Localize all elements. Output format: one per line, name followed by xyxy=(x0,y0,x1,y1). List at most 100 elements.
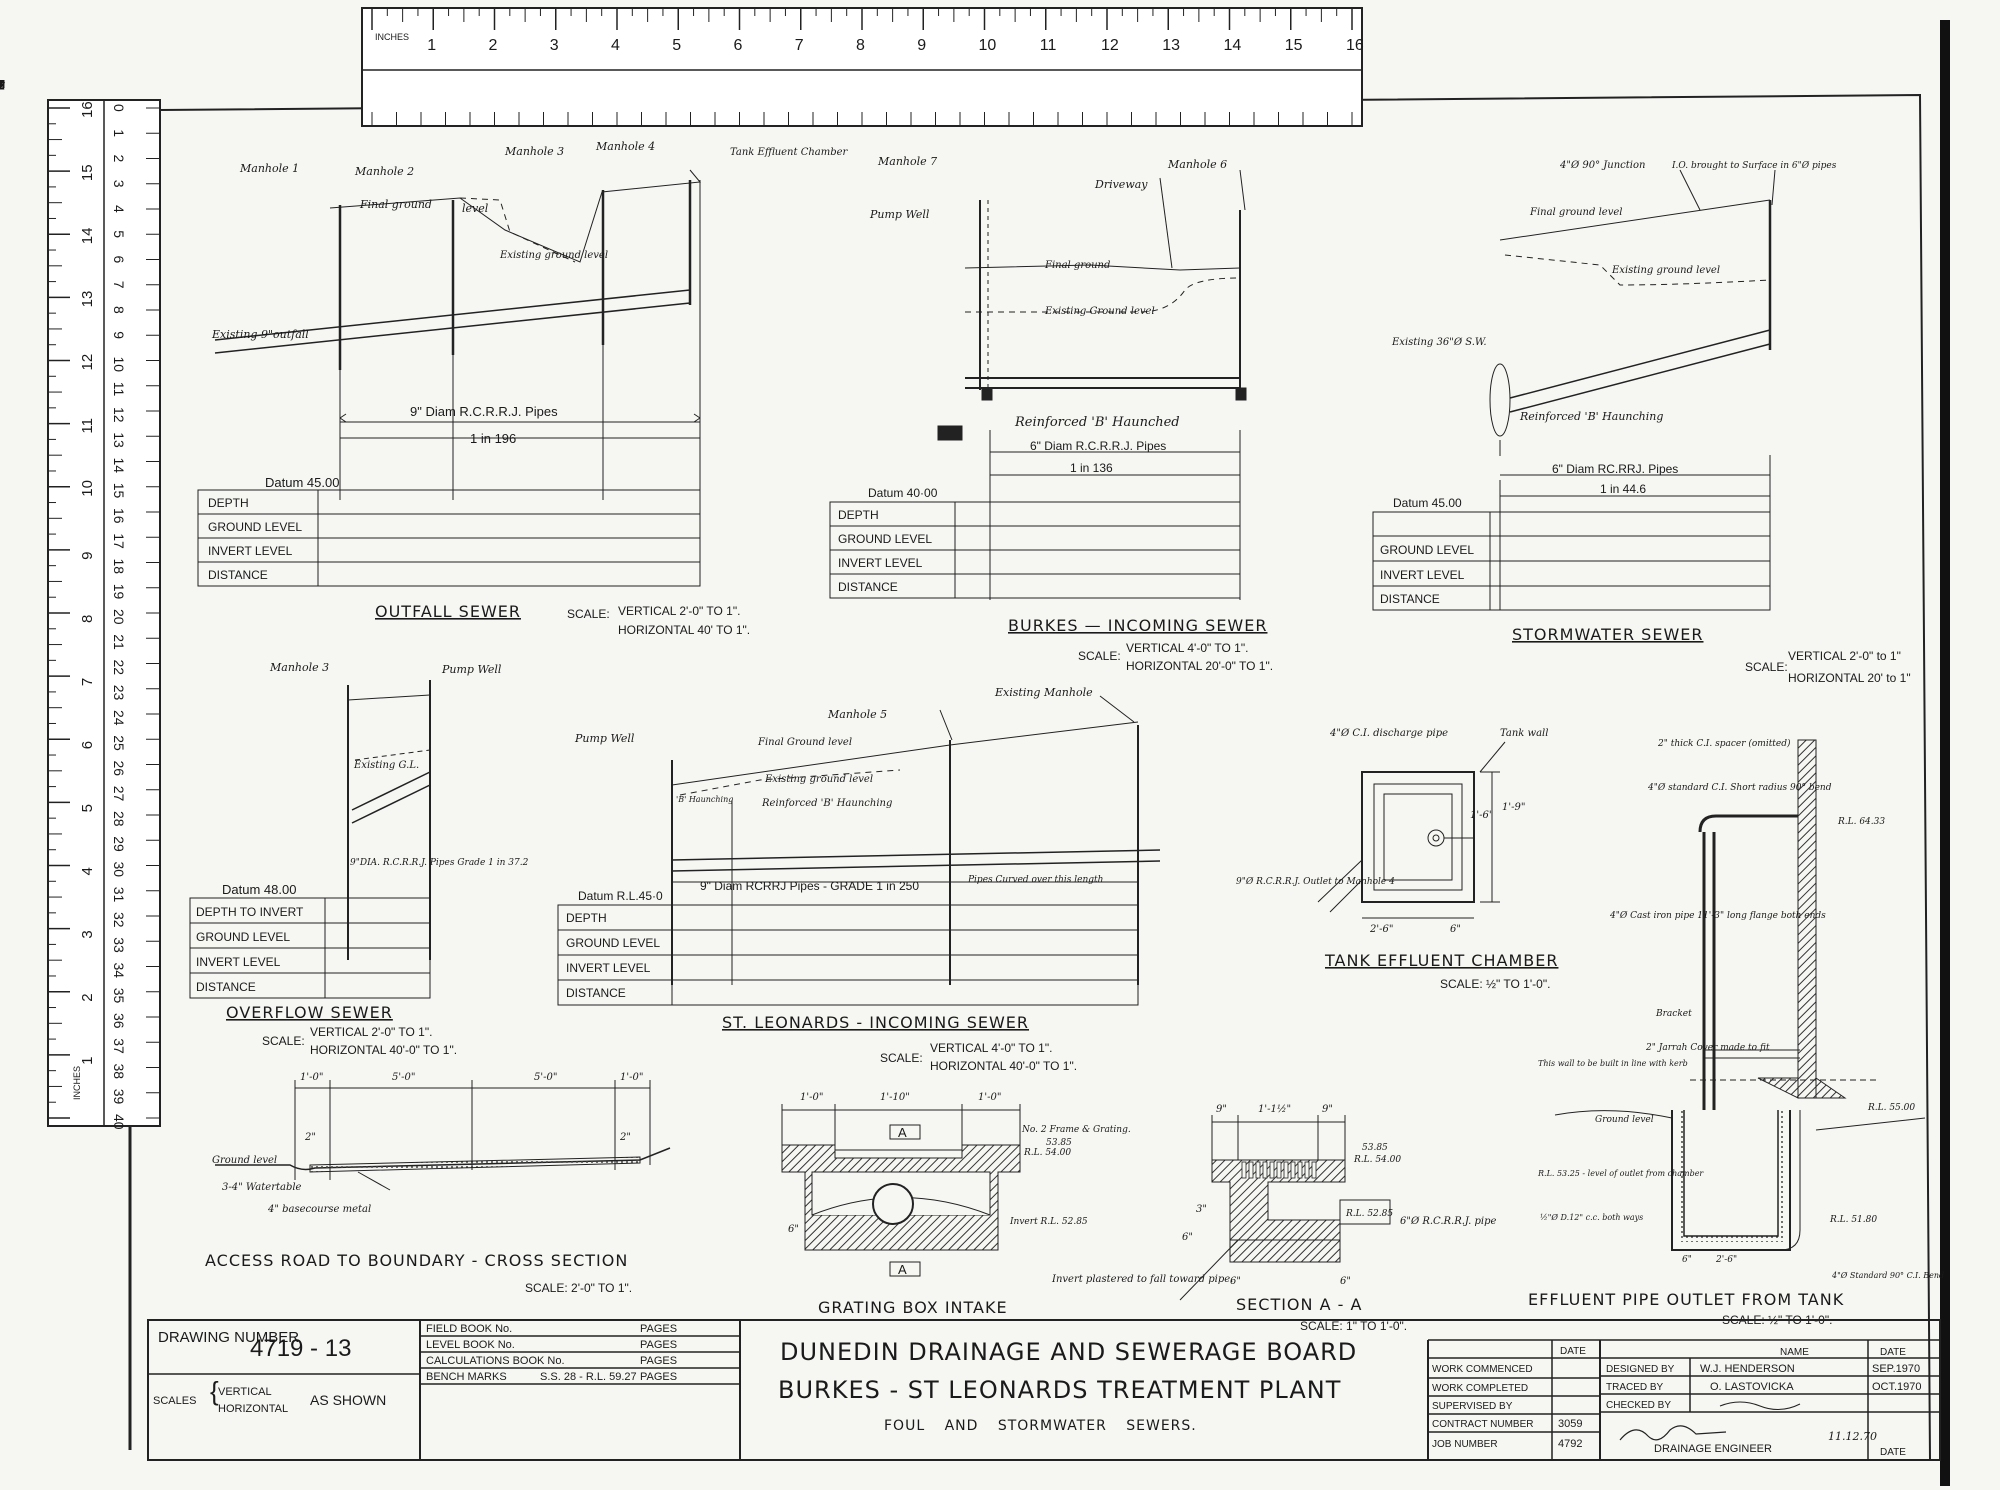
top-ruler-cm-label: 4 xyxy=(0,77,5,93)
stl-existing-manhole: Existing Manhole xyxy=(994,686,1093,699)
left-ruler-cm-label: 30 xyxy=(111,862,127,878)
tb-person-2-label: CHECKED BY xyxy=(1606,1400,1671,1411)
overflow-manhole-3: Manhole 3 xyxy=(269,661,329,674)
stl-row-ground: GROUND LEVEL xyxy=(566,936,660,950)
tb-book-1-pages: PAGES xyxy=(640,1339,677,1351)
top-ruler-cm-label: 1 xyxy=(0,77,5,93)
outfall-final-ground: Final ground xyxy=(359,198,432,211)
left-ruler-cm-label: 20 xyxy=(111,609,127,625)
top-ruler-cm-label: 39 xyxy=(0,77,5,93)
left-ruler-cm-label: 10 xyxy=(111,357,127,373)
left-ruler-inch-label: 1 xyxy=(79,1057,96,1065)
stl-scale-horizontal: HORIZONTAL 40'-0" TO 1". xyxy=(930,1059,1077,1073)
tb-drawing-label-text: DRAWING NUMBER xyxy=(158,1329,299,1346)
top-ruler-cm-label: 9 xyxy=(0,77,5,93)
section-rl-b: R.L. 54.00 xyxy=(1353,1155,1401,1165)
left-ruler-cm-label: 26 xyxy=(111,761,127,777)
burkes-sewer-profile xyxy=(937,169,1247,600)
top-ruler-cm-label: 32 xyxy=(0,77,5,93)
eff-ground-level: Ground level xyxy=(1595,1115,1654,1125)
left-ruler-inch-label: 10 xyxy=(79,480,96,497)
tb-person-1-date: OCT.1970 xyxy=(1872,1381,1922,1393)
stl-scale-label: SCALE: xyxy=(880,1051,923,1065)
top-ruler-cm-label: 31 xyxy=(0,77,5,93)
stl-datum: Datum R.L.45·0 xyxy=(578,889,663,903)
storm-scale-horizontal: HORIZONTAL 20' to 1" xyxy=(1788,671,1911,685)
access-dim-5: 2" xyxy=(304,1132,316,1143)
left-ruler-inch-label: 12 xyxy=(79,354,96,371)
tb-signed-date: 11.12.70 xyxy=(1828,1430,1877,1443)
burkes-driveway: Driveway xyxy=(1094,178,1148,191)
top-ruler-cm-label: 24 xyxy=(0,77,5,93)
top-ruler-cm-label: 27 xyxy=(0,77,5,93)
top-ruler-inch-label: 16 xyxy=(1346,37,1364,54)
top-ruler-cm-label: 10 xyxy=(0,77,5,93)
eff-outlet-level: R.L. 53.25 - level of outlet from chambe… xyxy=(1537,1169,1704,1178)
left-ruler-inch-label: 8 xyxy=(79,615,96,623)
stl-title: ST. LEONARDS - INCOMING SEWER xyxy=(722,1013,1029,1032)
tb-work-2: SUPERVISED BY xyxy=(1432,1401,1513,1412)
left-ruler-cm-label: 1 xyxy=(111,129,127,137)
burkes-existing-ground: Existing Ground level xyxy=(1044,306,1155,317)
eff-rl-51: R.L. 51.80 xyxy=(1829,1215,1877,1225)
left-ruler: 1615141312111098765432101234567891011121… xyxy=(47,99,161,1130)
top-ruler-cm-label: 5 xyxy=(0,77,5,93)
storm-title: STORMWATER SEWER xyxy=(1512,625,1704,644)
tank-dim-b: 1'-9" xyxy=(1502,802,1525,813)
tb-person-0-date: SEP.1970 xyxy=(1872,1363,1920,1375)
top-ruler-inch-label: 7 xyxy=(795,37,804,54)
access-scale: SCALE: 2'-0" TO 1". xyxy=(525,1281,632,1295)
left-ruler-cm-label: 34 xyxy=(111,963,127,979)
tank-wall: Tank wall xyxy=(1500,728,1548,739)
top-ruler-inch-label: 11 xyxy=(1040,37,1057,54)
left-ruler-cm-label: 5 xyxy=(111,230,127,238)
top-ruler-inch-label: 4 xyxy=(611,37,620,54)
top-ruler-inch-label: 8 xyxy=(856,37,865,54)
tb-book-0-pages: PAGES xyxy=(640,1323,677,1335)
top-ruler-inch-label: 3 xyxy=(550,37,559,54)
eff-spacer: 2" thick C.I. spacer (omitted) xyxy=(1657,738,1791,749)
outfall-manhole-2: Manhole 2 xyxy=(354,165,414,178)
outfall-row-distance: DISTANCE xyxy=(208,568,268,582)
grating-invert: Invert R.L. 52.85 xyxy=(1009,1217,1088,1227)
top-ruler-cm-label: 28 xyxy=(0,77,5,93)
left-ruler-inch-label: 2 xyxy=(79,993,96,1001)
top-ruler-cm-label: 18 xyxy=(0,77,5,93)
tb-scales-label: SCALES xyxy=(153,1395,196,1407)
tb-date-label: DATE xyxy=(1560,1346,1586,1357)
stormwater-sewer-profile xyxy=(1489,169,1776,610)
left-ruler-cm-label: 32 xyxy=(111,912,127,928)
left-ruler-cm-label: 33 xyxy=(111,937,127,953)
top-ruler-cm-label: 38 xyxy=(0,77,5,93)
tb-work-3-value: 3059 xyxy=(1558,1418,1582,1430)
top-ruler-cm-label: 36 xyxy=(0,77,5,93)
left-ruler-inch-label: 11 xyxy=(79,418,96,434)
left-ruler-cm-label: 37 xyxy=(111,1038,127,1054)
effluent-pipe-outlet-section xyxy=(1554,739,1926,1251)
left-ruler-cm-label: 0 xyxy=(111,104,127,112)
left-ruler-cm-label: 2 xyxy=(111,155,127,163)
access-title: ACCESS ROAD TO BOUNDARY - CROSS SECTION xyxy=(205,1251,628,1270)
stl-curved-pipes: Pipes Curved over this length xyxy=(967,875,1103,885)
burkes-title: BURKES — INCOMING SEWER xyxy=(1008,616,1267,635)
burkes-manhole-7: Manhole 7 xyxy=(877,155,937,168)
top-ruler-inch-label: 12 xyxy=(1101,37,1119,54)
storm-final-ground: Final ground level xyxy=(1529,207,1622,218)
stl-scale-vertical: VERTICAL 4'-0" TO 1". xyxy=(930,1041,1052,1055)
outfall-scale-vertical: VERTICAL 2'-0" TO 1". xyxy=(618,604,740,618)
top-ruler-unit: INCHES xyxy=(375,32,409,42)
overflow-row-ground: GROUND LEVEL xyxy=(196,930,290,944)
eff-bend: 4"Ø standard C.I. Short radius 90° bend xyxy=(1647,782,1832,793)
top-ruler-cm-label: 3 xyxy=(0,77,5,93)
tank-effluent-chamber-plan xyxy=(1317,741,1506,919)
tank-dim-d: 6" xyxy=(1450,924,1461,935)
left-ruler-cm-label: 13 xyxy=(111,432,127,448)
left-ruler-cm-label: 29 xyxy=(111,836,127,852)
tb-book-3-value: S.S. 28 - R.L. 59.27 xyxy=(540,1371,637,1383)
left-ruler-cm-label: 9 xyxy=(111,331,127,339)
eff-cast-iron-pipe: 4"Ø Cast iron pipe 11'-3" long flange bo… xyxy=(1609,910,1826,921)
outfall-pipe: 9" Diam R.C.R.R.J. Pipes xyxy=(410,404,558,419)
outfall-row-invert: INVERT LEVEL xyxy=(208,544,293,558)
